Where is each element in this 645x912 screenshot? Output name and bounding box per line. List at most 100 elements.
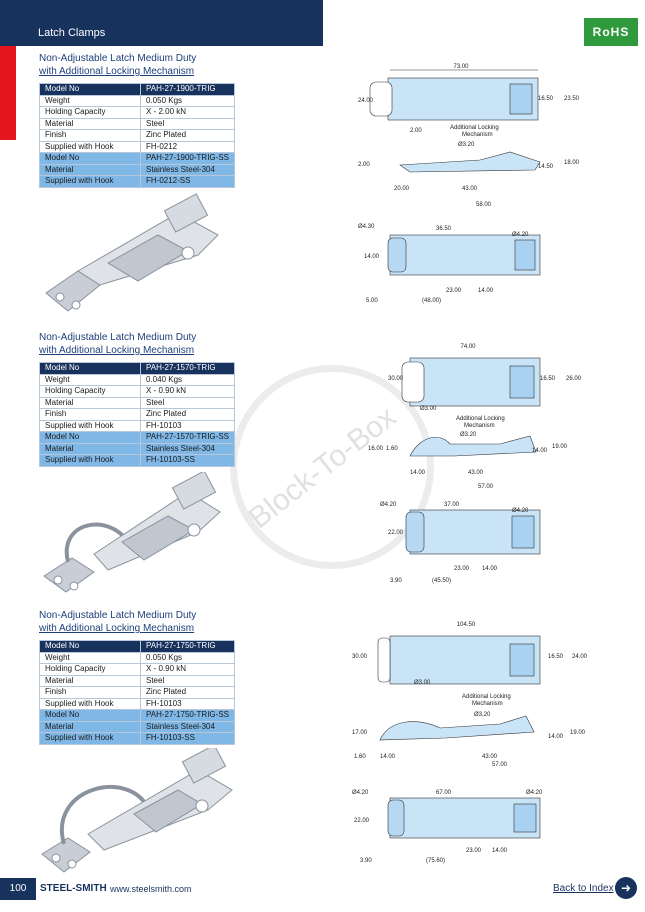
dim-hook-length: 43.00 — [482, 754, 498, 760]
cell-label: Material — [39, 442, 141, 455]
back-to-index-link[interactable]: Back to Index — [553, 883, 614, 894]
cell-value: Steel — [140, 396, 235, 409]
cell-label: Finish — [39, 686, 141, 699]
dim-hook-length: 43.00 — [462, 186, 478, 192]
cell-label: Holding Capacity — [39, 106, 141, 119]
cell-value: 0.040 Kgs — [140, 373, 235, 386]
locking-mechanism-label: Additional Locking — [462, 694, 511, 700]
dim-bottom-ref: (48.00) — [422, 298, 441, 304]
cell-value: FH-0212-SS — [140, 175, 235, 188]
cell-value: PAH-27-1900-TRIG-SS — [140, 152, 235, 165]
dim-length: 74.00 — [460, 344, 476, 350]
dim-side-thickness: 1.60 — [386, 446, 398, 452]
cell-value: PAH-27-1750-TRIG-SS — [140, 709, 235, 722]
dim-width-total: 24.00 — [572, 654, 588, 660]
dim-width-hook: 16.50 — [548, 654, 564, 660]
cell-value: 0.050 Kgs — [140, 651, 235, 664]
cell-value: X - 0.90 kN — [140, 385, 235, 398]
cell-label: Holding Capacity — [39, 385, 141, 398]
section-2-title-line2: with Additional Locking Mechanism — [39, 345, 195, 356]
arrow-right-icon[interactable]: ➜ — [615, 877, 637, 899]
dim-length: 104.50 — [457, 622, 476, 628]
dim-bottom-a: 23.00 — [466, 848, 482, 854]
cell-value: 0.050 Kgs — [140, 94, 235, 107]
cell-label: Material — [39, 117, 141, 130]
dim-hole-lock: Ø3.20 — [474, 712, 491, 718]
cell-label: Weight — [39, 651, 141, 664]
cell-value: Zinc Plated — [140, 408, 235, 421]
dim-side-height: 14.50 — [538, 164, 554, 170]
dim-side-height: 17.00 — [352, 730, 368, 736]
dim-base: 14.00 — [380, 754, 396, 760]
dim-hole-span: 37.00 — [444, 502, 460, 508]
dim-side-height: 16.00 — [368, 446, 384, 452]
cell-label: Material — [39, 674, 141, 687]
cell-value: Stainless Steel-304 — [140, 163, 235, 176]
dim-thickness: 2.00 — [410, 128, 422, 134]
dim-hole-left: Ø4.20 — [380, 502, 397, 508]
cell-value: Zinc Plated — [140, 129, 235, 142]
dim-hole: Ø3.00 — [420, 406, 437, 412]
dim-overall: 57.00 — [492, 762, 508, 768]
cell-label: Material — [39, 163, 141, 176]
dim-bottom-offset: 3.90 — [360, 858, 372, 864]
dim-side-thickness: 1.60 — [354, 754, 366, 760]
cell-value: Steel — [140, 674, 235, 687]
section-tab — [0, 46, 16, 140]
dim-overall: 57.00 — [478, 484, 494, 490]
cell-value: FH-10103-SS — [140, 732, 235, 745]
cell-label: Model No — [39, 709, 141, 722]
section-1-title-line1: Non-Adjustable Latch Medium Duty — [39, 53, 197, 64]
cell-value: FH-10103 — [140, 419, 235, 432]
latch-product-image-1 — [45, 193, 219, 312]
dim-hole-right: Ø4.20 — [512, 232, 529, 238]
dim-hook-height: 14.00 — [532, 448, 548, 454]
dim-length: 73.00 — [453, 64, 469, 70]
cell-value: Steel — [140, 117, 235, 130]
dim-bottom-b: 14.00 — [492, 848, 508, 854]
dim-bottom-b: 14.00 — [482, 566, 498, 572]
technical-drawing-3: 104.50 30.00 16.50 24.00 Ø3.00 Additiona… — [352, 622, 588, 864]
locking-mechanism-label2: Mechanism — [464, 423, 495, 429]
cell-value: PAH-27-1570-TRIG-SS — [140, 431, 235, 444]
dim-bottom-a: 23.00 — [446, 288, 462, 294]
dim-hole: Ø3.20 — [458, 142, 475, 148]
dim-overall: 58.00 — [476, 202, 492, 208]
cell-label: Supplied with Hook — [39, 419, 141, 432]
dim-side-total: 19.00 — [552, 444, 568, 450]
section-1-title-line2: with Additional Locking Mechanism — [39, 66, 195, 77]
locking-mechanism-label2: Mechanism — [462, 132, 493, 138]
cell-value: Stainless Steel-304 — [140, 442, 235, 455]
locking-mechanism-label: Additional Locking — [450, 125, 499, 131]
dim-hook-length: 43.00 — [468, 470, 484, 476]
dim-bottom-a: 23.00 — [454, 566, 470, 572]
cell-label: Material — [39, 396, 141, 409]
cell-value: X - 2.00 kN — [140, 106, 235, 119]
watermark-ring — [230, 365, 434, 569]
cell-label: Supplied with Hook — [39, 732, 141, 745]
cell-label: Holding Capacity — [39, 663, 141, 676]
brand-url[interactable]: www.steelsmith.com — [110, 884, 192, 894]
cell-label: Model No — [39, 640, 141, 653]
section-2-title-line1: Non-Adjustable Latch Medium Duty — [39, 332, 197, 343]
rohs-badge: RoHS — [584, 18, 638, 46]
section-1-title: Non-Adjustable Latch Medium Duty with Ad… — [39, 52, 196, 78]
technical-drawing-2: 74.00 30.00 16.50 26.00 Ø3.00 Additional… — [368, 344, 582, 584]
page-number: 100 — [0, 878, 36, 900]
cell-label: Model No — [39, 152, 141, 165]
dim-bottom-offset: 3.90 — [390, 578, 402, 584]
cell-value: PAH-27-1900-TRIG — [140, 83, 235, 96]
section-3-title-line1: Non-Adjustable Latch Medium Duty — [39, 610, 197, 621]
cell-value: FH-0212 — [140, 140, 235, 153]
locking-mechanism-label2: Mechanism — [472, 701, 503, 707]
cell-label: Finish — [39, 408, 141, 421]
cell-label: Model No — [39, 83, 141, 96]
dim-hole-left: Ø4.30 — [358, 224, 375, 230]
cell-value: FH-10103-SS — [140, 454, 235, 467]
cell-value: X - 0.90 kN — [140, 663, 235, 676]
cell-label: Model No — [39, 431, 141, 444]
latch-product-image-3 — [41, 748, 233, 873]
cell-label: Supplied with Hook — [39, 697, 141, 710]
section-3-title: Non-Adjustable Latch Medium Duty with Ad… — [39, 609, 196, 635]
